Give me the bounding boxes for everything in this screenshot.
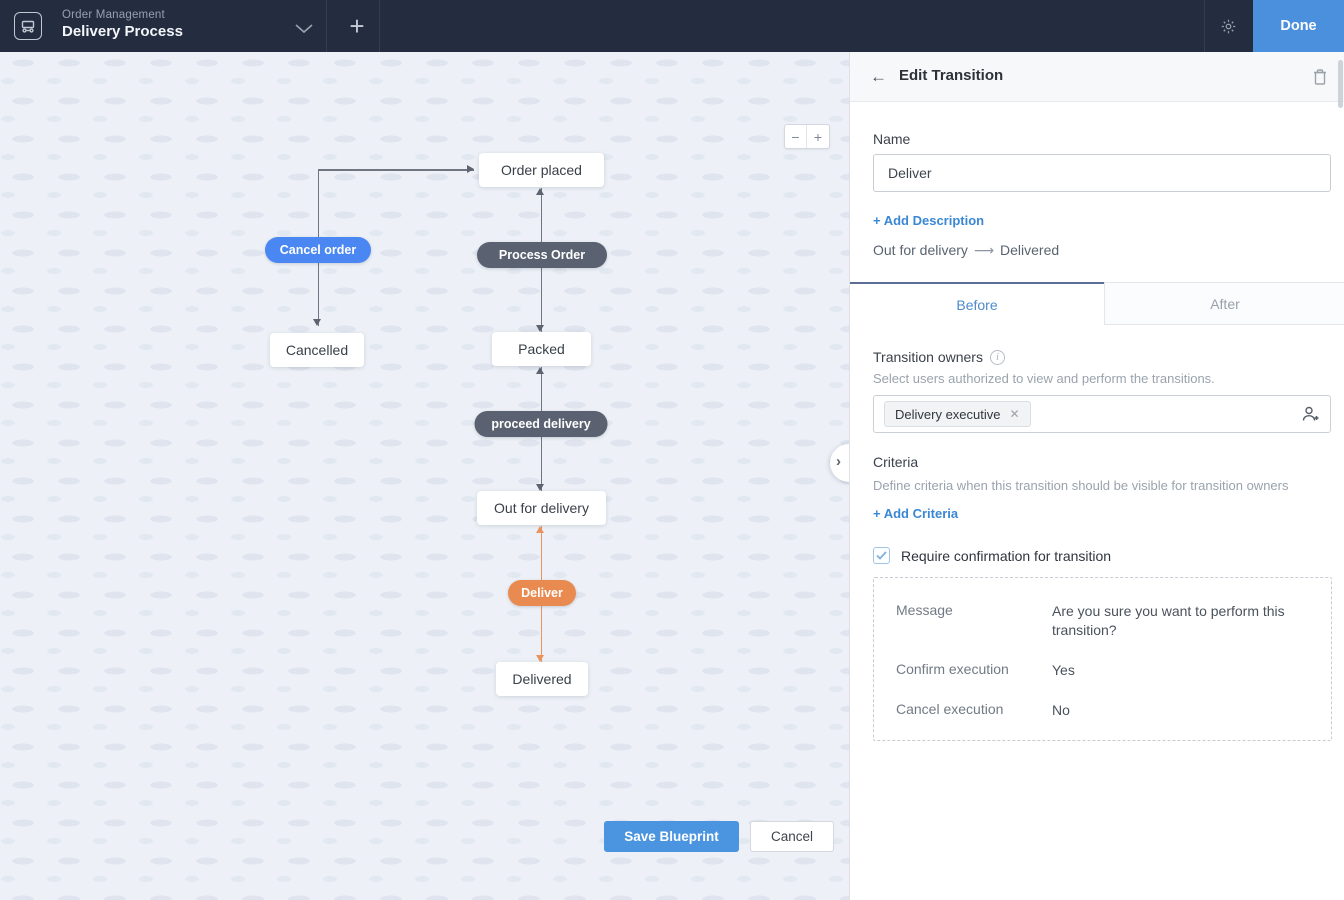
arrowhead xyxy=(536,325,544,332)
row-label: Cancel execution xyxy=(896,701,1004,717)
chip-remove-icon[interactable]: ✕ xyxy=(1009,407,1020,421)
connector-cancel-horizontal xyxy=(318,169,474,171)
path-to-state: Delivered xyxy=(1000,242,1060,258)
owner-chip-label: Delivery executive xyxy=(895,406,1001,422)
blueprint-title: Delivery Process xyxy=(62,23,183,40)
require-confirmation-row: Require confirmation for transition xyxy=(873,547,1111,564)
edit-transition-panel: ← Edit Transition Name + Add Description… xyxy=(849,52,1344,900)
name-label: Name xyxy=(873,131,911,147)
row-value: Are you sure you want to perform this tr… xyxy=(1052,603,1285,638)
transition-pill-cancel-order[interactable]: Cancel order xyxy=(265,237,371,263)
transition-owners-field[interactable]: Delivery executive ✕ xyxy=(873,395,1331,433)
transition-owners-label: Transition owners xyxy=(873,349,983,365)
state-node-cancelled[interactable]: Cancelled xyxy=(270,333,364,367)
transition-owners-label-row: Transition owners i xyxy=(873,349,1005,365)
topbar-divider xyxy=(1204,0,1205,52)
path-from-state: Out for delivery xyxy=(873,242,968,258)
topbar-divider xyxy=(326,0,327,52)
transition-path: Out for delivery ⟶ Delivered xyxy=(873,242,1059,259)
owner-chip[interactable]: Delivery executive ✕ xyxy=(884,401,1031,427)
save-blueprint-button[interactable]: Save Blueprint xyxy=(604,821,739,852)
zoom-out-button[interactable]: − xyxy=(785,125,807,148)
transition-pill-deliver[interactable]: Deliver xyxy=(508,580,576,606)
zoom-in-button[interactable]: + xyxy=(813,128,823,145)
row-label: Confirm execution xyxy=(896,661,1009,677)
add-blueprint-button[interactable]: + xyxy=(349,10,365,41)
long-arrow-right-icon: ⟶ xyxy=(973,242,995,258)
state-node-delivered[interactable]: Delivered xyxy=(496,662,588,696)
tab-before[interactable]: Before xyxy=(850,282,1104,325)
arrowhead xyxy=(313,319,321,326)
add-criteria-link[interactable]: + Add Criteria xyxy=(873,506,959,521)
topbar-divider xyxy=(379,0,380,52)
state-node-packed[interactable]: Packed xyxy=(492,332,591,366)
delete-transition-icon[interactable] xyxy=(1312,68,1328,91)
row-value: Yes xyxy=(1052,662,1075,678)
cancel-button[interactable]: Cancel xyxy=(750,821,834,852)
arrowhead xyxy=(536,526,544,533)
arrowhead xyxy=(536,367,544,374)
blueprint-logo-icon[interactable] xyxy=(14,12,42,40)
info-icon[interactable]: i xyxy=(989,349,1005,365)
zoom-controls: − + xyxy=(784,124,830,149)
blueprint-canvas[interactable]: − + Order placed Cancelled Packed Out fo… xyxy=(0,52,849,900)
confirmation-details-box: Message Are you sure you want to perform… xyxy=(873,577,1332,741)
panel-title: Edit Transition xyxy=(899,67,1004,84)
transition-pill-proceed-delivery[interactable]: proceed delivery xyxy=(474,411,608,437)
settings-gear-icon[interactable] xyxy=(1205,0,1251,52)
add-user-icon[interactable] xyxy=(1301,405,1320,423)
row-value: No xyxy=(1052,702,1070,718)
arrowhead xyxy=(536,188,544,195)
scrollbar-thumb[interactable] xyxy=(1338,60,1343,108)
chevron-down-icon[interactable] xyxy=(294,21,316,34)
top-bar: Order Management Delivery Process + Done xyxy=(0,0,1344,52)
tab-after[interactable]: After xyxy=(1104,282,1344,325)
arrowhead xyxy=(536,484,544,491)
arrowhead xyxy=(467,165,474,173)
back-arrow-icon[interactable]: ← xyxy=(870,67,887,86)
criteria-label: Criteria xyxy=(873,454,919,470)
state-node-order-placed[interactable]: Order placed xyxy=(479,153,604,187)
confirmation-row-message: Message Are you sure you want to perform… xyxy=(896,602,1331,640)
add-description-link[interactable]: + Add Description xyxy=(873,213,985,228)
transition-owners-helper: Select users authorized to view and perf… xyxy=(873,371,1215,386)
transition-pill-process-order[interactable]: Process Order xyxy=(477,242,607,268)
transition-name-input[interactable] xyxy=(873,154,1331,192)
done-button[interactable]: Done xyxy=(1253,0,1344,52)
criteria-helper: Define criteria when this transition sho… xyxy=(873,478,1289,493)
row-label: Message xyxy=(896,602,953,618)
chevron-right-icon: › xyxy=(836,453,841,470)
panel-header: ← Edit Transition xyxy=(850,52,1344,102)
before-after-tabs: Before After xyxy=(850,282,1344,325)
blueprint-module-label: Order Management xyxy=(62,9,165,21)
confirmation-row-cancel: Cancel execution No xyxy=(896,701,1331,720)
require-confirmation-label: Require confirmation for transition xyxy=(901,547,1112,564)
require-confirmation-checkbox[interactable] xyxy=(873,547,890,564)
state-node-out-for-delivery[interactable]: Out for delivery xyxy=(477,491,606,525)
arrowhead xyxy=(536,655,544,662)
confirmation-row-confirm: Confirm execution Yes xyxy=(896,661,1331,680)
